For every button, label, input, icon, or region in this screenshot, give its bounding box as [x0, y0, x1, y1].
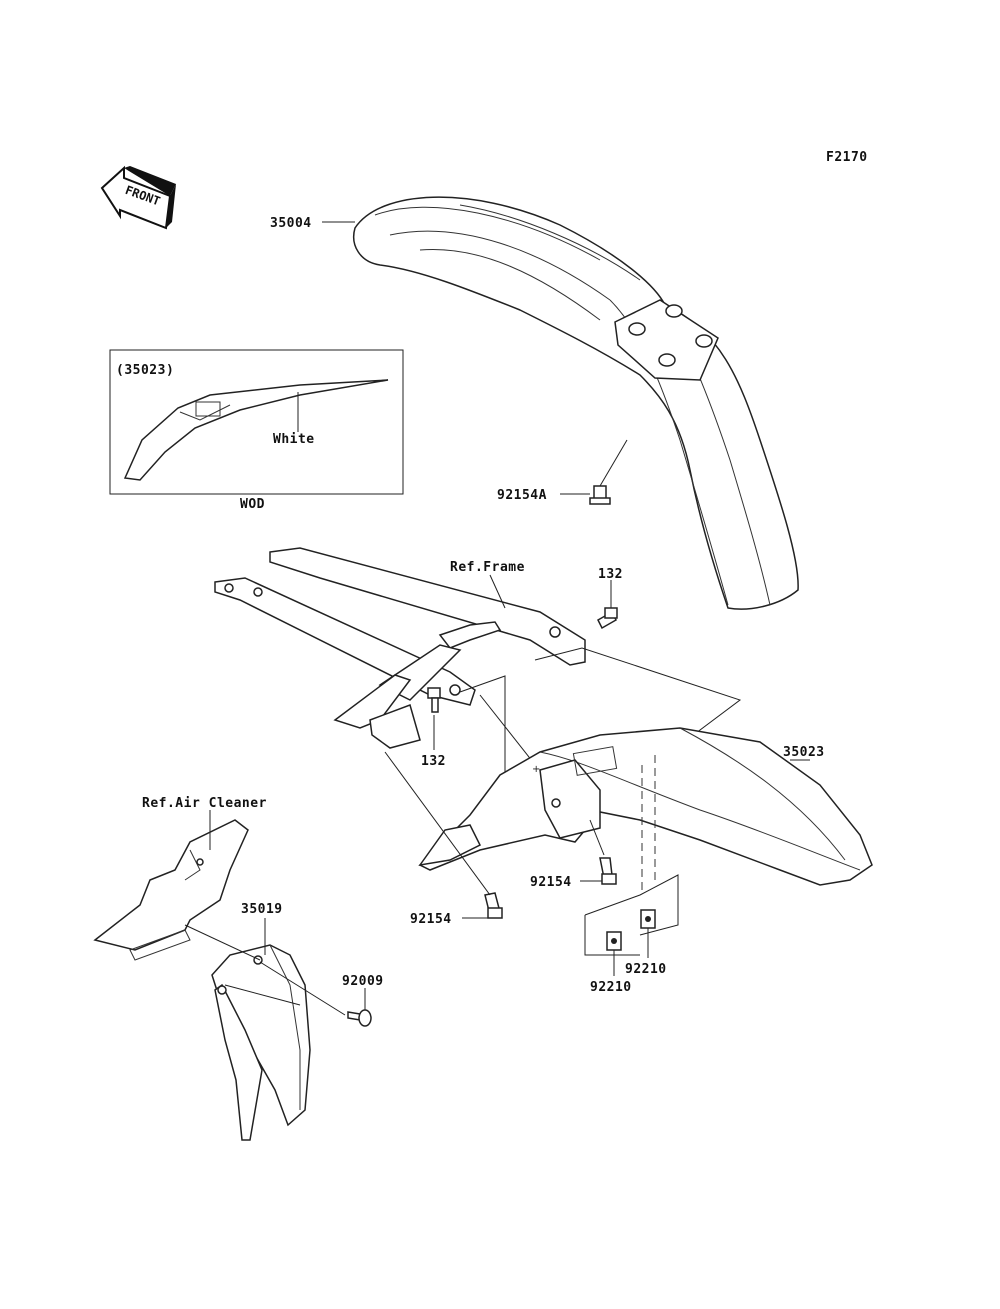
- part-label-35019: 35019: [241, 902, 283, 917]
- inset-note: White: [273, 432, 315, 447]
- rear-frame: [214, 547, 586, 749]
- nut-icon: [640, 909, 656, 929]
- leader-line: [259, 961, 346, 1016]
- leader-line: [589, 819, 605, 856]
- projection-line: [184, 924, 261, 961]
- part-label-92009: 92009: [342, 974, 384, 989]
- part-label-92154A: 92154A: [497, 488, 547, 503]
- front-fender: [353, 196, 799, 610]
- mud-flap: [211, 944, 311, 1141]
- inset-part-ref: (35023): [116, 363, 174, 378]
- projection-line: [584, 874, 679, 936]
- bolt-icon: [597, 607, 618, 630]
- ref-air-cleaner-label: Ref.Air Cleaner: [142, 796, 267, 811]
- part-label-92154-right: 92154: [530, 875, 572, 890]
- rear-fender: +: [418, 727, 873, 886]
- projection-line: [584, 915, 640, 956]
- bolt-icon: [484, 892, 503, 919]
- part-label-92154-left: 92154: [410, 912, 452, 927]
- nut-icon: [606, 931, 622, 951]
- leader-line: [599, 439, 628, 487]
- projection-line: [224, 984, 301, 1006]
- svg-text:+: +: [532, 764, 540, 775]
- screw-icon: [347, 1009, 372, 1027]
- part-label-132-upper: 132: [598, 567, 623, 582]
- leader-line: [489, 574, 506, 609]
- part-label-92210-right: 92210: [625, 962, 667, 977]
- part-label-35004: 35004: [270, 216, 312, 231]
- mount-hole: [665, 304, 683, 318]
- part-label-92210-left: 92210: [590, 980, 632, 995]
- mount-hole: [695, 334, 713, 348]
- mount-hole: [658, 353, 676, 367]
- projection-line: [534, 647, 742, 761]
- inset-rear-fender: [123, 379, 389, 481]
- screw-icon: [589, 485, 611, 505]
- inset-box: [109, 349, 404, 495]
- figure-code: F2170: [826, 150, 868, 165]
- part-label-35023: 35023: [783, 745, 825, 760]
- inset-caption: WOD: [240, 497, 265, 512]
- leader-line: [384, 751, 491, 896]
- bolt-icon: [599, 857, 617, 885]
- ref-frame-label: Ref.Frame: [450, 560, 525, 575]
- part-label-132-lower: 132: [421, 754, 446, 769]
- bolt-icon: [427, 687, 441, 713]
- air-cleaner-box: [93, 819, 249, 961]
- front-arrow-icon: FRONT: [100, 165, 176, 230]
- mount-hole: [628, 322, 646, 336]
